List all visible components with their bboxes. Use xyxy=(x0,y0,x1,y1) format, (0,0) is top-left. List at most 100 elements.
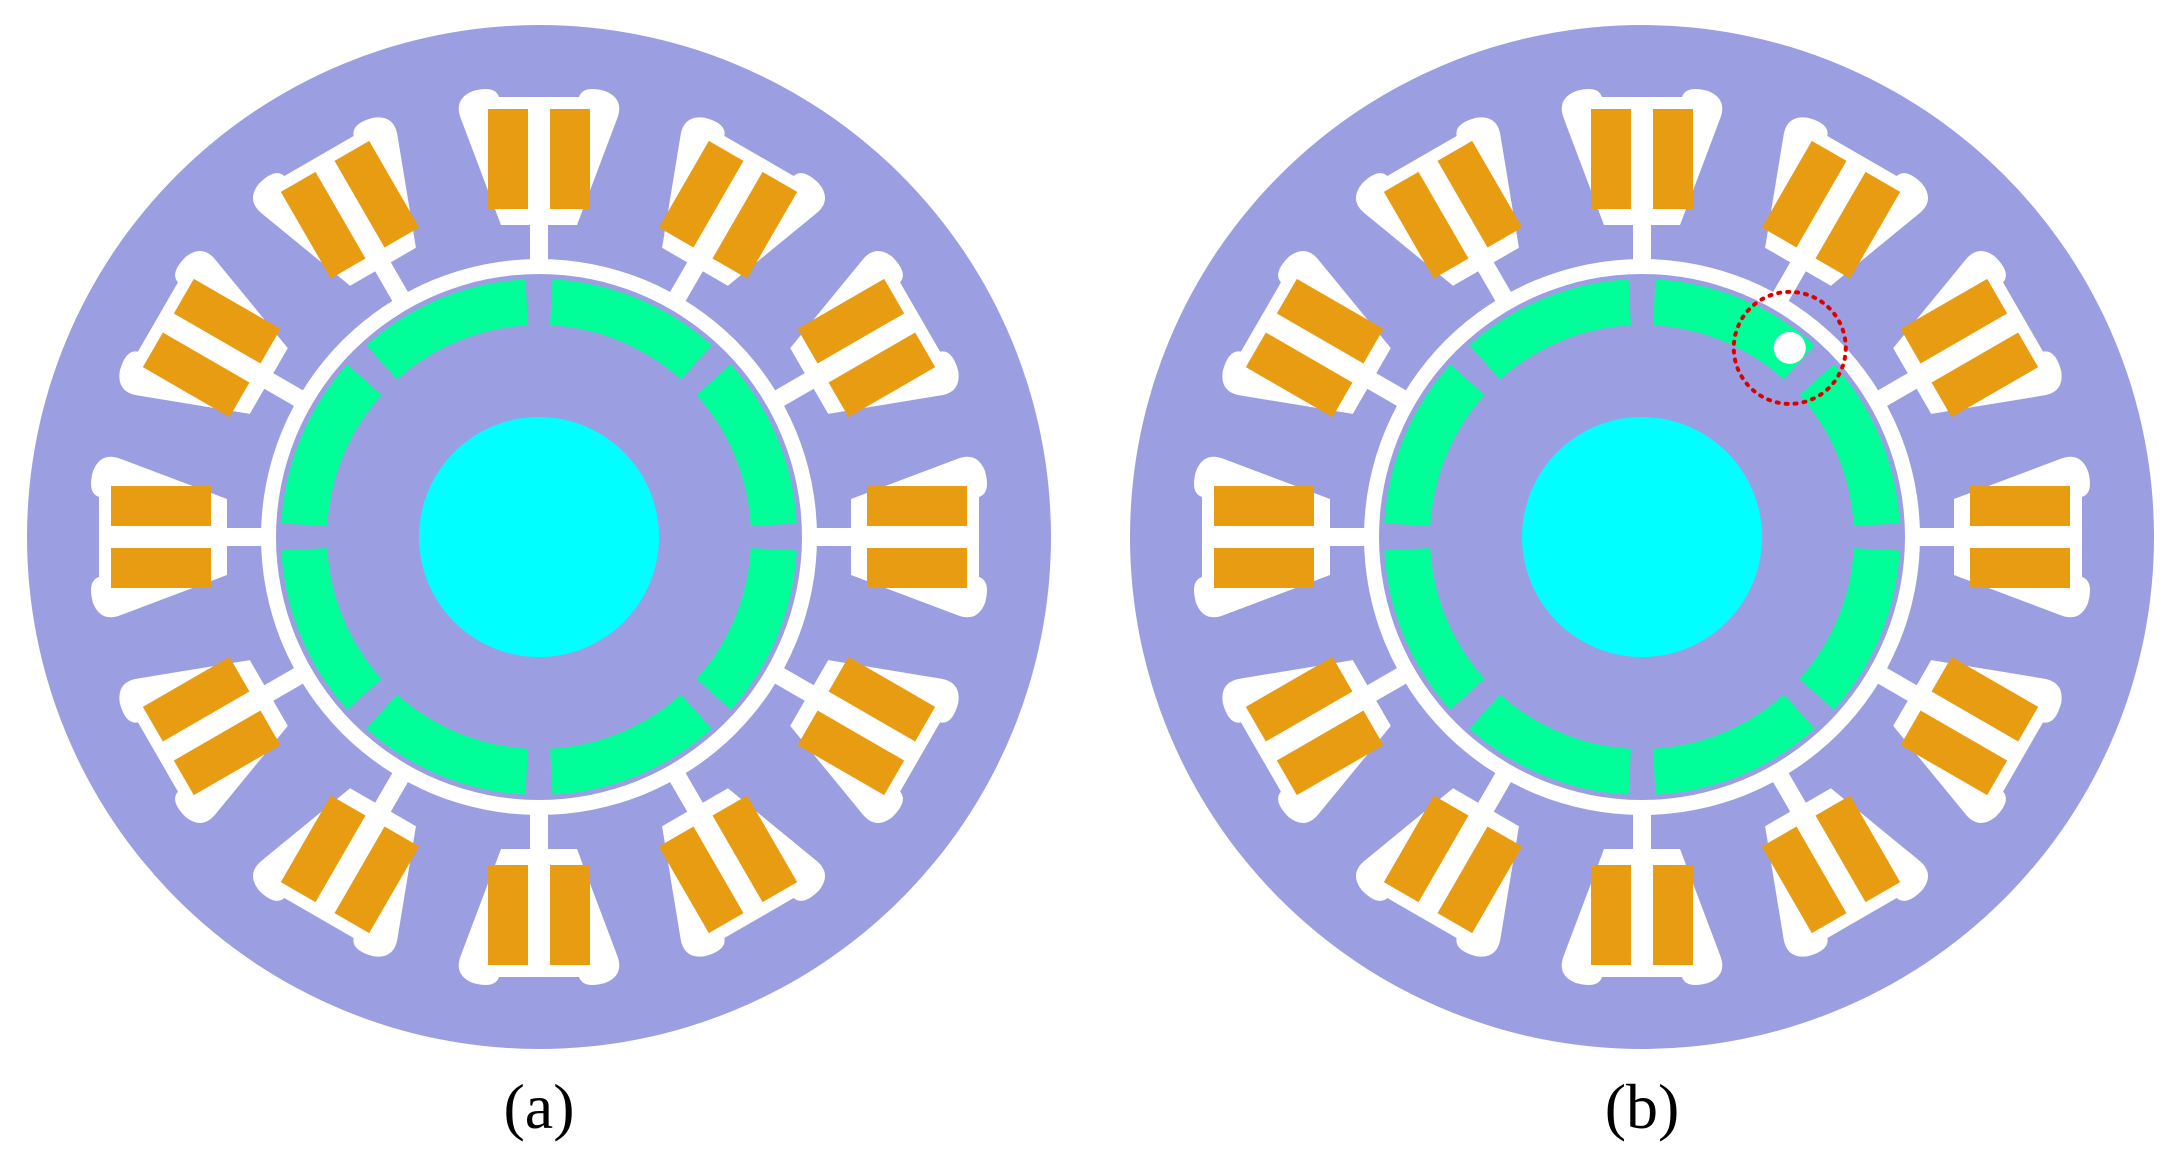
rotor-magnet xyxy=(366,694,528,795)
winding-conductor xyxy=(867,486,967,526)
slot-opening xyxy=(1362,370,1415,411)
winding-conductor xyxy=(1437,140,1523,248)
slot-opening xyxy=(1362,663,1415,704)
slot-opening xyxy=(1633,805,1651,855)
stator-slot xyxy=(1761,764,1928,957)
winding-conductor xyxy=(1653,865,1693,965)
stator-slot xyxy=(458,89,620,269)
winding-conductor xyxy=(712,171,798,279)
stator-slot xyxy=(1561,89,1723,269)
stator-slot xyxy=(1869,656,2062,823)
winding-conductor xyxy=(111,486,211,526)
slot-opening xyxy=(766,663,819,704)
slot-opening xyxy=(1475,257,1516,310)
winding-conductor xyxy=(867,548,967,588)
winding-conductor xyxy=(797,710,905,796)
slot-opening xyxy=(530,805,548,855)
rotor-magnet xyxy=(1469,694,1631,795)
slot-opening xyxy=(1869,663,1922,704)
rotor-magnet xyxy=(1799,548,1900,710)
winding-conductor xyxy=(142,332,250,418)
winding-conductor xyxy=(1383,171,1469,279)
rotor-shaft xyxy=(419,417,659,657)
stator-slot xyxy=(1561,805,1723,985)
winding-conductor xyxy=(1591,109,1631,209)
winding-conductor xyxy=(658,140,744,248)
rotor-magnet xyxy=(1799,364,1900,526)
winding-conductor xyxy=(1931,656,2039,742)
winding-conductor xyxy=(1591,865,1631,965)
slot-opening xyxy=(259,370,312,411)
winding-conductor xyxy=(1245,656,1353,742)
winding-conductor xyxy=(1245,332,1353,418)
slot-opening xyxy=(665,257,706,310)
slot-opening xyxy=(221,528,271,546)
rotor-magnet xyxy=(696,548,797,710)
stator-slot xyxy=(1222,656,1415,823)
rotor-magnet xyxy=(1384,364,1485,526)
stator-slot xyxy=(1356,764,1523,957)
winding-conductor xyxy=(828,332,936,418)
winding-conductor xyxy=(828,656,936,742)
winding-conductor xyxy=(142,656,250,742)
winding-conductor xyxy=(111,548,211,588)
winding-conductor xyxy=(1276,710,1384,796)
winding-conductor xyxy=(1276,278,1384,364)
caption-a: (a) xyxy=(503,1071,574,1142)
winding-conductor xyxy=(1970,548,2070,588)
magnet-fault-notch xyxy=(1773,331,1806,364)
winding-conductor xyxy=(658,826,744,934)
winding-conductor xyxy=(1437,826,1523,934)
winding-conductor xyxy=(1900,278,2008,364)
stator-slot xyxy=(1910,456,2090,618)
slot-opening xyxy=(1633,219,1651,269)
rotor-magnet xyxy=(1653,694,1815,795)
slot-opening xyxy=(766,370,819,411)
slot-opening xyxy=(372,257,413,310)
winding-conductor xyxy=(488,109,528,209)
stator-slot xyxy=(458,805,620,985)
slot-opening xyxy=(372,764,413,817)
panel-a-motor xyxy=(27,25,1051,1049)
slot-opening xyxy=(1475,764,1516,817)
stator-slot xyxy=(766,656,959,823)
stator-slot xyxy=(1194,456,1374,618)
winding-conductor xyxy=(1900,710,2008,796)
stator-slot xyxy=(1222,251,1415,418)
slot-opening xyxy=(1324,528,1374,546)
slot-opening xyxy=(530,219,548,269)
stator-slot xyxy=(119,656,312,823)
rotor-magnet xyxy=(281,364,382,526)
winding-conductor xyxy=(1815,795,1901,903)
winding-conductor xyxy=(1214,548,1314,588)
winding-conductor xyxy=(1761,826,1847,934)
caption-b: (b) xyxy=(1605,1071,1680,1142)
winding-conductor xyxy=(550,109,590,209)
stator-slot xyxy=(1356,117,1523,310)
rotor-magnet xyxy=(281,548,382,710)
fault-highlight-circle xyxy=(1731,289,1848,406)
winding-conductor xyxy=(1970,486,2070,526)
stator-slot xyxy=(253,117,420,310)
winding-conductor xyxy=(1653,109,1693,209)
winding-conductor xyxy=(1761,140,1847,248)
winding-conductor xyxy=(488,865,528,965)
stator-slot xyxy=(658,764,825,957)
stator-slot xyxy=(658,117,825,310)
rotor-magnet xyxy=(1384,548,1485,710)
rotor-shaft xyxy=(1522,417,1762,657)
slot-opening xyxy=(1768,764,1809,817)
winding-conductor xyxy=(280,795,366,903)
rotor-magnet xyxy=(696,364,797,526)
winding-conductor xyxy=(712,795,798,903)
winding-conductor xyxy=(334,826,420,934)
rotor-magnet xyxy=(550,279,712,380)
winding-conductor xyxy=(173,710,281,796)
slot-opening xyxy=(1910,528,1960,546)
winding-conductor xyxy=(550,865,590,965)
slot-opening xyxy=(259,663,312,704)
rotor-magnet xyxy=(1653,279,1815,380)
panel-b-motor xyxy=(1130,25,2154,1049)
rotor-magnet xyxy=(550,694,712,795)
winding-conductor xyxy=(1931,332,2039,418)
